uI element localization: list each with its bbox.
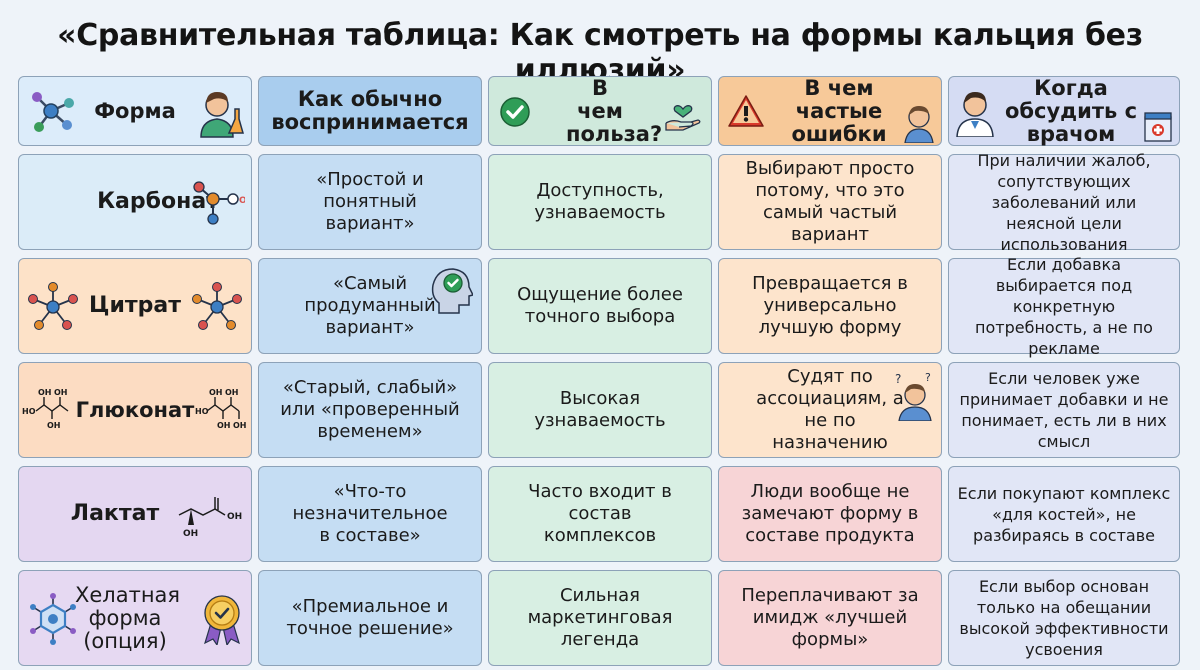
row-carbonate-doctor: При наличии жалоб, сопутствующих заболев… <box>948 151 1180 254</box>
doctor-icon <box>956 92 994 137</box>
form-name: Карбонат <box>97 189 219 214</box>
row-lactate-benefit: Часто входит в состав комплексов <box>488 466 712 562</box>
carbonate-molecule-icon: O <box>193 181 245 225</box>
row-citrate-perception: «Самый продуманный вариант» <box>258 258 482 354</box>
row-chelate-benefit: Сильная маркетинговая легенда <box>488 570 712 666</box>
oh-label: OH <box>233 421 247 430</box>
header-perception-label: Как обычно воспринимается <box>271 87 469 134</box>
citrate-molecule-left-icon <box>28 282 78 330</box>
svg-text:?: ? <box>925 371 931 384</box>
oh-label: OH <box>227 512 242 522</box>
row-lactate-form: Лактат OH OH <box>18 466 252 562</box>
header-doctor: Когда обсудить с врачом <box>948 76 1180 146</box>
header-errors: В чем частые ошибки <box>718 76 942 146</box>
page-title: «Сравнительная таблица: Как смотреть на … <box>57 18 1143 88</box>
form-name: Цитрат <box>89 293 181 318</box>
citrate-molecule-right-icon <box>192 282 242 330</box>
heart-hand-icon <box>665 105 701 131</box>
header-errors-label: В чем частые ошибки <box>791 75 887 146</box>
row-lactate-perception: «Что-то незначительное в составе» <box>258 466 482 562</box>
header-doctor-label: Когда обсудить с врачом <box>1004 75 1138 146</box>
scientist-icon <box>200 92 244 138</box>
row-lactate-errors: Люди вообще не замечают форму в составе … <box>718 466 942 562</box>
row-carbonate-form: Карбонат O <box>18 154 252 250</box>
molecule-icon <box>32 92 74 132</box>
row-gluconate-benefit: Высокая узнаваемость <box>488 362 712 458</box>
row-carbonate-benefit: Доступность, узнаваемость <box>488 154 712 250</box>
row-carbonate-perception: «Простой и понятный вариант» <box>258 154 482 250</box>
warning-icon <box>728 95 764 127</box>
oh-label: OH <box>54 388 68 397</box>
row-chelate-perception: «Премиальное и точное решение» <box>258 570 482 666</box>
row-citrate-errors: Превращается в универсально лучшую форму <box>718 258 942 354</box>
oh-label: OH <box>38 388 52 397</box>
hexagon-molecule-icon <box>30 593 76 645</box>
row-citrate-form: Цитрат <box>18 258 252 354</box>
oh-label: OH <box>217 421 231 430</box>
header-form-label: Форма <box>94 98 176 123</box>
row-carbonate-errors: Выбирают просто потому, что это самый ча… <box>718 154 942 250</box>
form-name: Хелатная форма (опция) <box>75 582 181 653</box>
confused-person-icon <box>904 106 934 143</box>
clinic-icon <box>1144 112 1172 142</box>
lactate-structure-icon: OH OH <box>178 497 242 539</box>
row-citrate-benefit: Ощущение более точного выбора <box>488 258 712 354</box>
row-chelate-doctor: Если выбор основан только на обещании вы… <box>948 570 1180 666</box>
svg-text:?: ? <box>895 372 901 386</box>
row-gluconate-errors: Судят по ассоциациям, а не по назначению… <box>718 362 942 458</box>
header-benefit-label: В чем польза? <box>566 75 663 146</box>
check-circle-icon <box>500 97 530 127</box>
head-check-icon <box>431 268 473 314</box>
row-citrate-doctor: Если добавка выбирается под конкретную п… <box>948 255 1180 358</box>
form-name: Лактат <box>70 501 160 526</box>
row-chelate-form: Хелатная форма (опция) <box>18 570 252 666</box>
row-lactate-doctor: Если покупают комплекс «для костей», не … <box>948 466 1180 562</box>
oh-label: OH <box>183 529 198 539</box>
thinking-person-icon: ? ? <box>895 371 932 421</box>
ho-label: HO <box>22 407 36 416</box>
gluconate-structure-left-icon: OH OH HO OH <box>22 388 69 430</box>
gluconate-structure-right-icon: OH OH HO OH OH <box>195 388 247 430</box>
ho-label: HO <box>195 407 209 416</box>
row-gluconate-form: OH OH HO OH Глюконат OH OH HO OH OH <box>18 362 252 458</box>
oh-label: OH <box>225 388 239 397</box>
row-gluconate-errors-text: Судят по ассоциациям, а не по назначению <box>756 366 904 453</box>
header-benefit: В чем польза? <box>488 76 712 146</box>
header-form: Форма <box>18 76 252 146</box>
oh-label: OH <box>209 388 223 397</box>
comparison-table: Форма Как обычно воспринимается В чем по… <box>18 76 1180 666</box>
header-perception: Как обычно воспринимается <box>258 76 482 146</box>
oh-label: OH <box>47 421 61 430</box>
row-gluconate-perception: «Старый, слабый» или «проверенный времен… <box>258 362 482 458</box>
row-gluconate-doctor: Если человек уже принимает добавки и не … <box>948 362 1180 458</box>
oxygen-label: O <box>239 196 245 206</box>
quality-badge-icon <box>204 595 240 645</box>
row-chelate-errors: Переплачивают за имидж «лучшей формы» <box>718 570 942 666</box>
row-citrate-perception-text: «Самый продуманный вариант» <box>304 273 436 338</box>
form-name: Глюконат <box>75 398 195 422</box>
